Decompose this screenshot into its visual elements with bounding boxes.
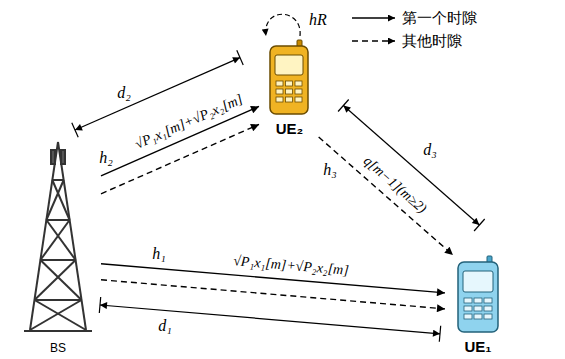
dimension-lines (99, 297, 100, 313)
self-interference-arc (266, 14, 300, 36)
device-node: UE₂ (259, 42, 320, 137)
ue1-phone (458, 262, 498, 332)
ue1-phone (484, 314, 492, 319)
ue2-phone (275, 55, 303, 75)
ue2-phone (276, 89, 283, 94)
ue1-phone (484, 306, 492, 311)
ue2-phone (270, 46, 308, 114)
ue2-phone (276, 97, 283, 102)
dimension-lines (72, 123, 78, 138)
base-station-tower (35, 260, 76, 300)
ue2-phone (295, 89, 302, 94)
ue1-phone (463, 271, 493, 292)
legend-text: 第一个时隙 (402, 9, 477, 27)
ue2-phone (276, 81, 283, 86)
channel-symbol: hR (307, 11, 329, 29)
base-station-tower (58, 142, 86, 330)
ue1-phone (464, 306, 472, 311)
device-node: BS (15, 128, 101, 355)
signal-link (319, 137, 453, 255)
device-node: UE₁ (445, 255, 511, 355)
ue1-phone (464, 298, 472, 303)
dimension-lines (100, 305, 440, 334)
base-station-tower (35, 299, 82, 301)
device-label: BS (15, 342, 101, 355)
ue2-phone (276, 81, 302, 102)
signal-formula: √P₁x₁[m]+√P₂x₂[m] (131, 91, 247, 154)
base-station-tower (51, 150, 55, 164)
ue1-phone (474, 298, 482, 303)
signal-link (101, 280, 445, 309)
dimension-lines (338, 100, 349, 112)
base-station-tower (35, 300, 87, 330)
channel-symbol: d₃ (421, 141, 439, 159)
ue2-phone (286, 97, 293, 102)
channel-symbol: h₂ (97, 149, 115, 167)
legend-text: 其他时隙 (402, 32, 462, 50)
device-label: UE₂ (259, 121, 320, 138)
base-station-tower (40, 220, 69, 260)
ue1-phone (474, 314, 482, 319)
ue2-phone (286, 89, 293, 94)
base-station-tower (24, 330, 92, 332)
ue1-phone (464, 298, 492, 319)
ue2-phone (286, 81, 293, 86)
base-station-tower (52, 179, 63, 181)
base-station-tower (40, 259, 75, 261)
ue2-phone (295, 97, 302, 102)
signal-formula: √P₁x₁[m]+√P₂x₂[m] (231, 253, 352, 279)
base-station-tower (30, 142, 58, 330)
channel-symbol: h₃ (321, 161, 339, 179)
signal-link (101, 124, 259, 193)
dimension-lines (343, 106, 479, 226)
ue1-phone (484, 298, 492, 303)
base-station-tower (40, 260, 81, 300)
dimension-lines (439, 326, 440, 342)
base-station-tower (30, 300, 82, 330)
ue1-phone (458, 256, 498, 332)
ue2-phone (295, 81, 302, 86)
signal-formula: q[m−1](m≥2) (359, 152, 432, 219)
legend-samples (352, 40, 395, 41)
base-station-tower (46, 180, 63, 220)
channel-symbol: d₂ (115, 84, 133, 102)
base-station-tower (24, 142, 92, 331)
base-station-tower (46, 219, 69, 221)
ue1-phone (464, 314, 472, 319)
channel-symbol: d₁ (156, 317, 174, 335)
base-station-tower (46, 220, 75, 260)
legend-samples (352, 18, 395, 41)
ue2-phone (270, 40, 308, 114)
channel-symbol: h₁ (150, 245, 168, 263)
dimension-lines (72, 50, 485, 342)
legend-samples (352, 17, 395, 18)
dimension-lines (237, 50, 243, 65)
ue1-phone (474, 306, 482, 311)
dimension-lines (474, 219, 485, 231)
base-station-tower (61, 150, 65, 164)
device-label: UE₁ (445, 339, 511, 356)
